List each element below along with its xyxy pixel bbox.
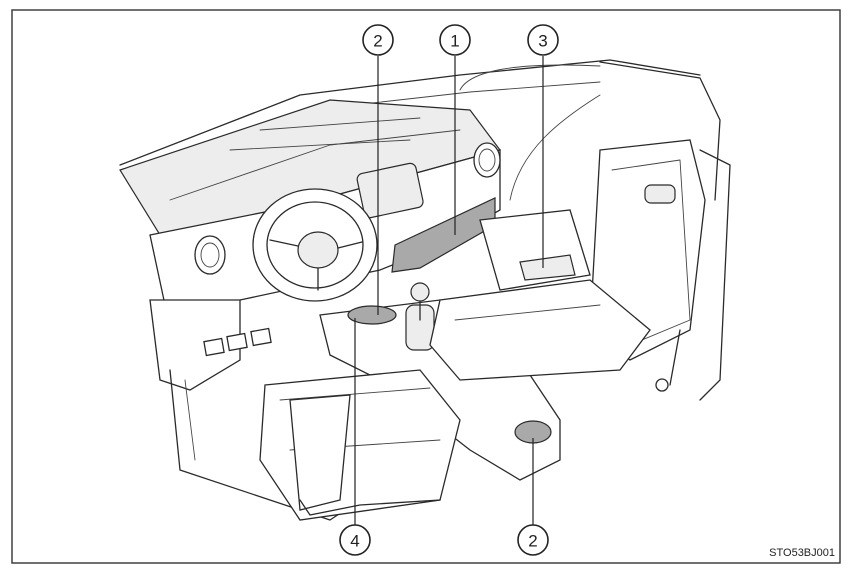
callout-4: 4 xyxy=(339,524,371,556)
callout-label: 2 xyxy=(373,32,382,51)
callout-label: 4 xyxy=(350,532,359,551)
leader-lines xyxy=(354,56,544,525)
callout-1: 1 xyxy=(439,24,471,56)
callout-2-bottom: 2 xyxy=(517,524,549,556)
callout-label: 1 xyxy=(450,32,459,51)
callout-3: 3 xyxy=(527,24,559,56)
callout-label: 2 xyxy=(528,532,537,551)
callout-2-top: 2 xyxy=(362,24,394,56)
callout-label: 3 xyxy=(538,32,547,51)
figure-reference-code: STO53BJ001 xyxy=(769,547,835,559)
interior-illustration xyxy=(119,59,731,521)
